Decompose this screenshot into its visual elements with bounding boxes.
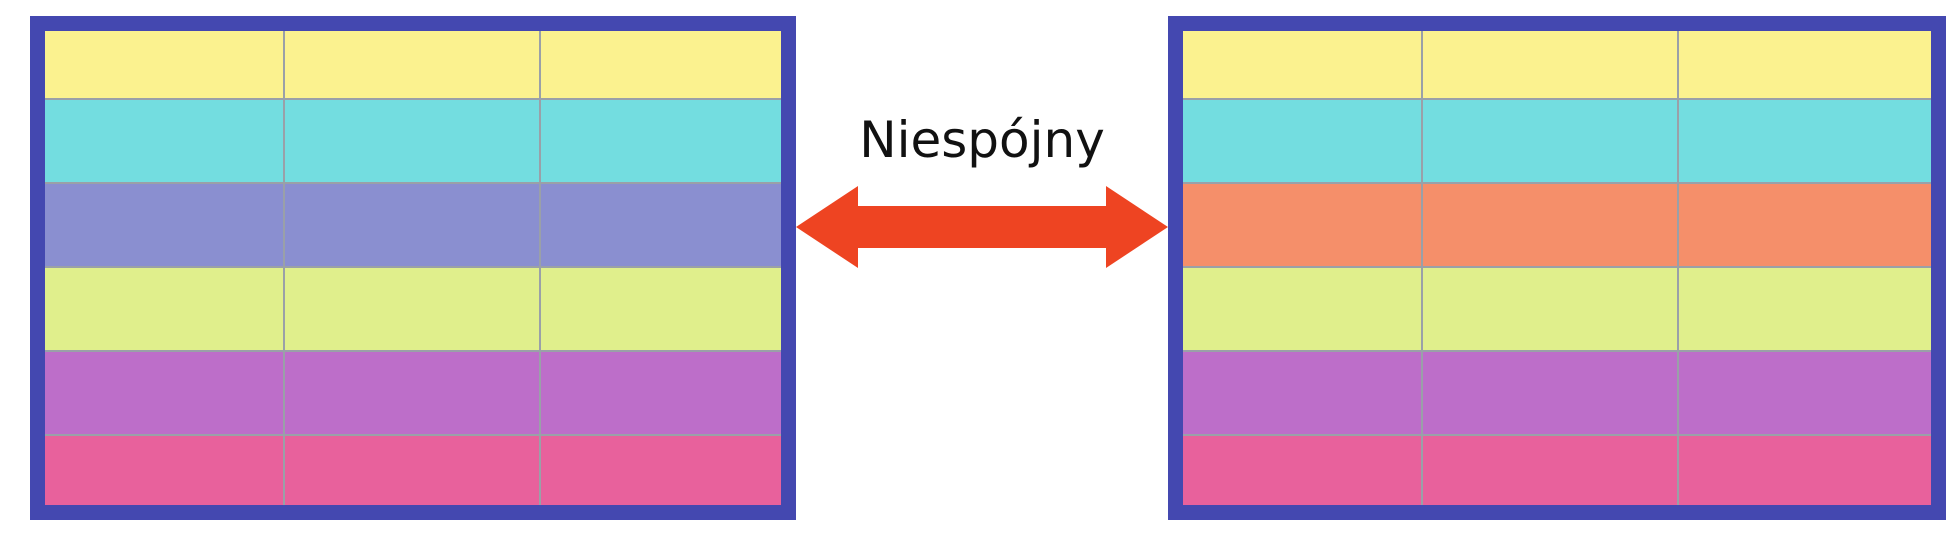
double-arrow-shape	[796, 186, 1168, 268]
left-table-row-1	[45, 31, 781, 100]
right-table-cell	[1423, 100, 1679, 182]
right-table-cell	[1679, 100, 1931, 182]
right-table-row-5	[1183, 352, 1931, 436]
left-table-row-5	[45, 352, 781, 436]
left-table-cell	[45, 100, 285, 182]
left-table	[30, 16, 796, 520]
left-table-cell	[45, 31, 285, 98]
right-table	[1168, 16, 1946, 520]
right-table-cell	[1183, 436, 1423, 505]
left-table-cell	[45, 436, 285, 505]
right-table-row-6	[1183, 436, 1931, 505]
double-arrow-icon	[796, 186, 1168, 268]
left-table-row-4	[45, 268, 781, 352]
right-table-cell	[1679, 184, 1931, 266]
right-table-cell	[1679, 436, 1931, 505]
left-table-cell	[541, 268, 781, 350]
left-table-cell	[541, 352, 781, 434]
right-table-row-1	[1183, 31, 1931, 100]
right-table-cell	[1183, 268, 1423, 350]
right-table-cell	[1423, 436, 1679, 505]
right-table-row-2	[1183, 100, 1931, 184]
right-table-cell	[1679, 268, 1931, 350]
left-table-cell	[285, 184, 541, 266]
left-table-cell	[541, 100, 781, 182]
left-table-cell	[541, 31, 781, 98]
left-table-cell	[45, 268, 285, 350]
left-table-row-2	[45, 100, 781, 184]
left-table-cell	[45, 352, 285, 434]
left-table-cell	[541, 436, 781, 505]
right-table-row-4	[1183, 268, 1931, 352]
left-table-cell	[285, 352, 541, 434]
right-table-cell	[1183, 184, 1423, 266]
left-table-row-6	[45, 436, 781, 505]
left-table-cell	[541, 184, 781, 266]
right-table-cell	[1183, 100, 1423, 182]
right-table-cell	[1423, 352, 1679, 434]
left-table-cell	[45, 184, 285, 266]
left-table-cell	[285, 436, 541, 505]
right-table-cell	[1679, 352, 1931, 434]
right-table-cell	[1183, 352, 1423, 434]
right-table-cell	[1423, 184, 1679, 266]
inconsistent-label: Niespójny	[859, 111, 1105, 169]
left-table-cell	[285, 31, 541, 98]
right-table-cell	[1423, 268, 1679, 350]
left-table-cell	[285, 100, 541, 182]
left-table-row-3	[45, 184, 781, 268]
right-table-cell	[1679, 31, 1931, 98]
left-table-cell	[285, 268, 541, 350]
right-table-cell	[1423, 31, 1679, 98]
right-table-row-3	[1183, 184, 1931, 268]
right-table-cell	[1183, 31, 1423, 98]
